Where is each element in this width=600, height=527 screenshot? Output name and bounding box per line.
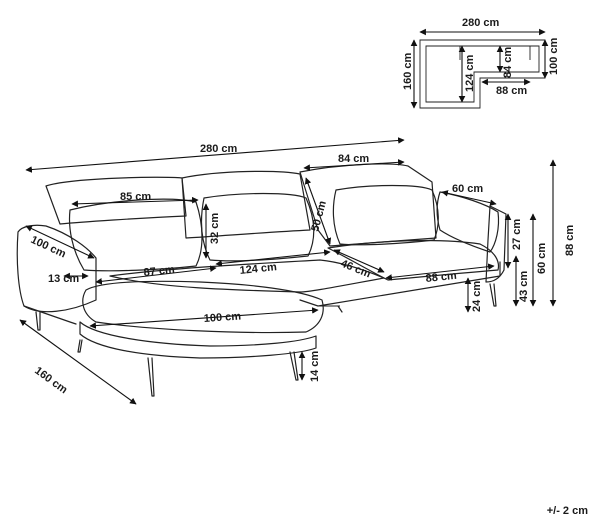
back-height-label: 50 cm: [309, 199, 329, 232]
chaise-seat-label: 87 cm: [143, 264, 175, 279]
seat-depth-label: 46 cm: [339, 258, 373, 281]
back-height-dim: [304, 177, 332, 245]
chaise-cushion-label: 100 cm: [203, 310, 241, 325]
right-pillow-label: 60 cm: [452, 183, 483, 195]
arm-height-label: 27 cm: [511, 219, 523, 250]
back-width-dim: [303, 159, 405, 171]
chaise-seat-dim: [95, 265, 217, 285]
top-seat-width-label: 88 cm: [496, 85, 527, 97]
tolerance-note: +/- 2 cm: [546, 505, 588, 517]
top-view-plan: [419, 39, 546, 109]
middle-seat-dim: [215, 249, 331, 267]
right-seat-label: 88 cm: [425, 270, 457, 285]
right-pillow-dim: [441, 190, 497, 206]
total-depth-dim: [19, 319, 137, 405]
back-seat-height-label: 60 cm: [536, 243, 548, 274]
total-depth-label: 160 cm: [32, 365, 69, 397]
left-cushion-dim: [71, 196, 199, 208]
leg-height-label: 14 cm: [309, 351, 321, 382]
middle-seat-label: 124 cm: [239, 261, 278, 277]
left-cushion-label: 85 cm: [120, 191, 151, 203]
right-seat-dim: [385, 263, 495, 281]
top-depth-right-label: 100 cm: [548, 37, 560, 75]
total-height-label: 88 cm: [564, 225, 576, 256]
top-seat-depth-label: 84 cm: [502, 47, 514, 78]
chaise-depth-side-dim: [25, 225, 95, 259]
top-inner-label: 124 cm: [464, 54, 476, 92]
overall-width-dim: [25, 137, 405, 173]
seat-depth-dim: [333, 249, 385, 273]
pillow-height-label: 32 cm: [209, 213, 221, 244]
top-depth-label: 160 cm: [402, 52, 414, 90]
overall-width-label: 280 cm: [200, 143, 238, 155]
chaise-depth-side-label: 100 cm: [29, 234, 68, 261]
arm-width-label: 13 cm: [48, 273, 79, 285]
back-width-label: 84 cm: [338, 153, 369, 165]
top-width-label: 280 cm: [462, 17, 500, 29]
seat-height-label: 43 cm: [518, 271, 530, 302]
leg-height-right-label: 24 cm: [471, 281, 483, 312]
